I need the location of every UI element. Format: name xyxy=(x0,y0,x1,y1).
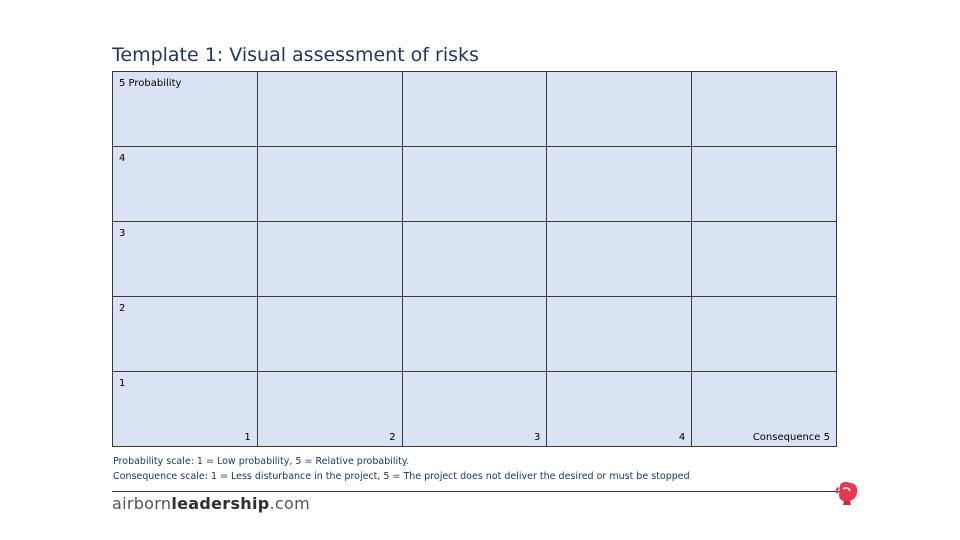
matrix-cell xyxy=(402,72,547,146)
matrix-cell xyxy=(692,72,836,146)
matrix-cell: 5 Probability xyxy=(113,72,257,146)
boxing-glove-icon xyxy=(835,482,858,505)
brand-bold: leadership xyxy=(171,494,270,513)
row-label: 1 xyxy=(119,378,126,389)
matrix-cell: 3 xyxy=(402,372,547,446)
brand-prefix: airborn xyxy=(112,494,172,513)
matrix-cell xyxy=(547,147,692,221)
matrix-cell xyxy=(257,147,402,221)
matrix-cell: 2 xyxy=(257,372,402,446)
brand-wordmark: airbornleadership.com xyxy=(112,494,310,513)
consequence-scale-note: Consequence scale: 1 = Less disturbance … xyxy=(113,471,690,482)
page-title: Template 1: Visual assessment of risks xyxy=(112,44,479,66)
scale-notes: Probability scale: 1 = Low probability, … xyxy=(113,454,690,484)
row-label: 5 Probability xyxy=(119,78,182,89)
matrix-cell xyxy=(257,222,402,296)
matrix-cell xyxy=(692,297,836,371)
column-label: Consequence 5 xyxy=(752,432,830,443)
matrix-cell xyxy=(257,72,402,146)
row-label: 3 xyxy=(119,228,126,239)
matrix-cell xyxy=(547,72,692,146)
column-label: 3 xyxy=(534,432,541,443)
matrix-cell: 1 1 xyxy=(113,372,257,446)
brand-suffix: .com xyxy=(269,494,310,513)
matrix-cell xyxy=(692,147,836,221)
matrix-cell: Consequence 5 xyxy=(692,372,836,446)
matrix-cell xyxy=(402,222,547,296)
row-label: 2 xyxy=(119,303,126,314)
matrix-cell xyxy=(257,297,402,371)
column-label: 1 xyxy=(244,432,251,443)
matrix-cell: 2 xyxy=(113,297,257,371)
risk-matrix: 5 Probability 4 3 2 1 1 2 3 4 Consequenc… xyxy=(112,71,837,447)
matrix-cell: 4 xyxy=(113,147,257,221)
column-label: 4 xyxy=(678,432,686,443)
matrix-cell xyxy=(547,297,692,371)
matrix-cell: 4 xyxy=(547,372,692,446)
matrix-cell xyxy=(402,297,547,371)
row-label: 4 xyxy=(119,153,126,164)
column-label: 2 xyxy=(389,432,396,443)
footer-divider xyxy=(112,491,840,492)
matrix-cell xyxy=(547,222,692,296)
matrix-cell: 3 xyxy=(113,222,257,296)
matrix-cell xyxy=(402,147,547,221)
probability-scale-note: Probability scale: 1 = Low probability, … xyxy=(113,456,410,467)
matrix-cell xyxy=(692,222,836,296)
